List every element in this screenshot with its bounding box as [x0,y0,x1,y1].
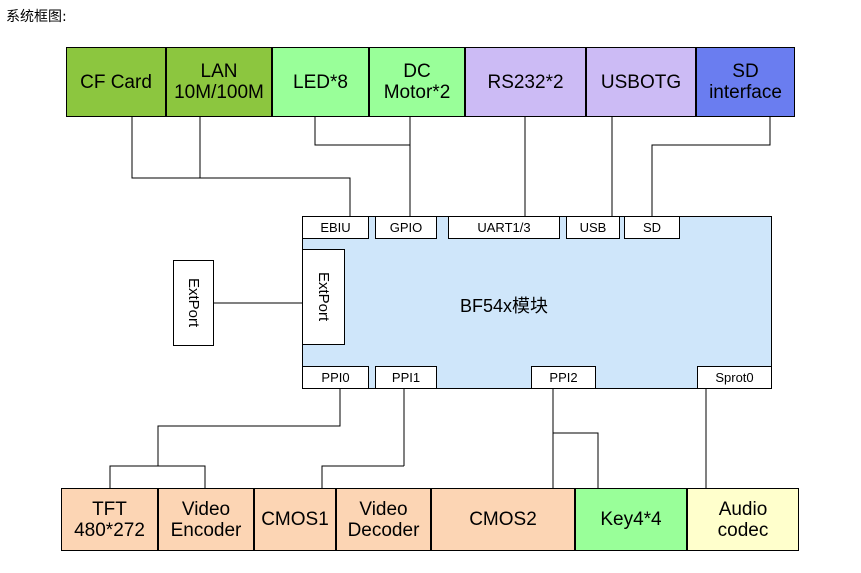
ppi0-port: PPI0 [302,366,369,389]
ext-port-inner: ExtPort [302,249,345,345]
diagram-title: 系统框图: [6,9,67,25]
lan-block: LAN 10M/100M [166,47,272,117]
block-label: SD [732,61,759,82]
bf54x-module-label: BF54x模块 [460,296,549,316]
sprot0-port: Sprot0 [697,366,772,389]
block-label: interface [709,82,782,103]
block-label: Encoder [170,519,242,541]
block-label: Key4*4 [600,509,662,530]
tft-block: TFT 480*272 [61,488,158,551]
cf-card-block: CF Card [66,47,166,117]
block-label: LAN [200,61,238,82]
block-label: 480*272 [74,519,145,541]
bf54x-module [302,216,772,389]
block-label: RS232*2 [487,71,564,93]
uart-port: UART1/3 [448,216,560,239]
block-label: CMOS2 [469,509,537,530]
video-decoder-block: Video Decoder [336,488,431,551]
ebiu-port: EBIU [302,216,369,239]
usb-port: USB [566,216,620,239]
block-label: Video [181,498,231,520]
block-label: TFT [92,498,127,520]
block-label: Decoder [347,519,420,541]
block-label: Video [359,498,408,520]
led-block: LED*8 [272,47,369,117]
ppi1-port: PPI1 [375,366,437,389]
cmos1-block: CMOS1 [254,488,336,551]
dc-motor-block: DC Motor*2 [369,47,465,117]
cmos2-block: CMOS2 [431,488,575,551]
gpio-port: GPIO [375,216,437,239]
block-label: codec [717,519,769,541]
block-label: DC [403,61,431,82]
block-label: LED*8 [293,71,348,93]
block-label: Motor*2 [383,82,451,103]
rs232-block: RS232*2 [465,47,586,117]
key4x4-block: Key4*4 [575,488,687,551]
block-label: Audio [718,498,768,520]
block-label: CMOS1 [261,509,329,530]
audio-codec-block: Audio codec [687,488,799,551]
sd-port: SD [624,216,680,239]
video-encoder-block: Video Encoder [158,488,254,551]
usbotg-block: USBOTG [586,47,696,117]
block-label: USBOTG [600,71,682,93]
block-label: CF Card [80,71,152,93]
ppi2-port: PPI2 [531,366,596,389]
sd-interface-block: SD interface [696,47,795,117]
ext-port-outer: ExtPort [173,260,214,346]
block-label: 10M/100M [174,82,264,103]
